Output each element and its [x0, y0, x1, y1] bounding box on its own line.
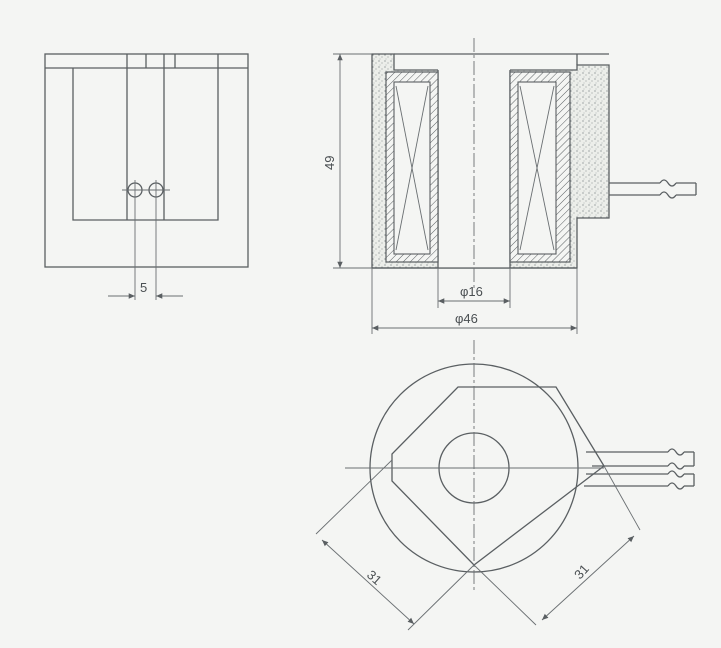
dim-inner-diameter: φ16: [460, 284, 483, 299]
core-profile: [391, 386, 605, 566]
dim-flat-left: 31: [364, 567, 385, 588]
end-view: 31 31: [315, 340, 695, 631]
side-view: 5: [44, 53, 249, 300]
dim-height: 49: [322, 156, 337, 170]
dim-hole-spacing: 5: [140, 280, 147, 295]
section-view: 49 φ16 φ46: [322, 38, 697, 334]
dim-flat-right: 31: [571, 561, 592, 582]
dim-outer-diameter: φ46: [455, 311, 478, 326]
